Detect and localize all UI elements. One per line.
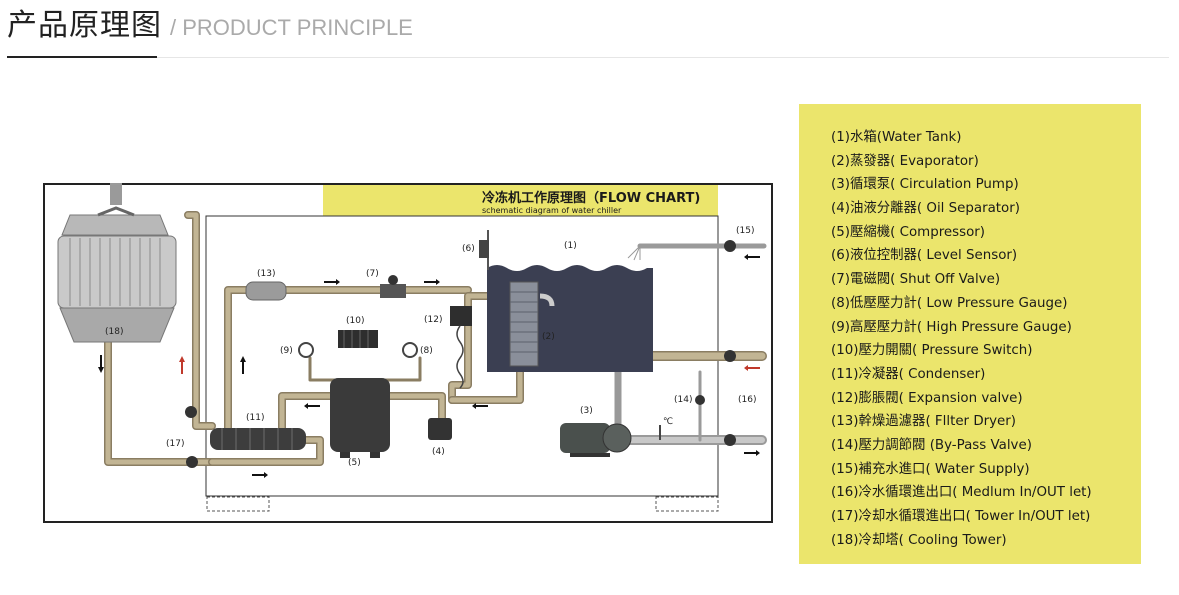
label-15: (15) [736,226,754,236]
label-2: (2) [542,332,555,342]
supply-spray [627,245,641,261]
cooling-tower [57,183,177,343]
label-12: (12) [424,315,442,325]
label-5: (5) [348,458,361,468]
legend-box: (1)水箱(Water Tank) (2)蒸發器( Evaporator) (3… [799,104,1141,564]
legend-item: (3)循環泵( Circulation Pump) [831,177,1019,193]
high-pressure-gauge [298,342,314,358]
legend-list: (1)水箱(Water Tank) (2)蒸發器( Evaporator) (3… [831,126,1141,552]
banner-title: 冷冻机工作原理图（FLOW CHART) [482,190,700,206]
machine-foot-right [655,496,719,512]
label-9: (9) [280,346,293,356]
label-17: (17) [166,439,184,449]
low-pressure-gauge [402,342,418,358]
supply-valve [724,240,736,252]
legend-item: (6)液位控制器( Level Sensor) [831,248,1018,264]
legend-item: (8)低壓壓力計( Low Pressure Gauge) [831,295,1068,311]
label-4: (4) [432,447,445,457]
legend-item: (4)油液分離器( Oil Separator) [831,201,1020,217]
label-6: (6) [462,244,475,254]
red-arrows [179,356,760,374]
tank-water-surface [487,262,653,271]
medium-valve-upper [724,350,736,362]
legend-item: (16)冷水循環進出口( Medlum In/OUT let) [831,485,1092,501]
label-1: (1) [564,241,577,251]
header-divider [7,57,1169,58]
oil-separator [428,418,452,440]
circulation-pump [560,423,610,453]
legend-item: (12)膨脹閥( Expansion valve) [831,390,1023,406]
expansion-coil [456,325,464,389]
condenser [210,428,306,450]
label-temp: ℃ [663,417,673,427]
page-subtitle: / PRODUCT PRINCIPLE [170,15,413,40]
title-underline [7,56,157,58]
legend-item: (18)冷却塔( Cooling Tower) [831,532,1007,548]
bypass-valve [695,395,705,405]
legend-item: (9)高壓壓力計( High Pressure Gauge) [831,319,1072,335]
flow-arrows [98,254,760,478]
legend-item: (14)壓力調節閥 (By-Pass Valve) [831,437,1032,453]
refrigerant-pipes [104,211,767,466]
banner-subtitle: schematic diagram of water chiller [482,206,622,215]
legend-item: (13)幹燥過濾器( Fllter Dryer) [831,414,1017,430]
legend-item: (17)冷却水循環進出口( Tower In/OUT let) [831,509,1091,524]
legend-item: (5)壓縮機( Compressor) [831,224,986,240]
page-header: 产品原理图 / PRODUCT PRINCIPLE [0,0,1179,60]
compressor [330,378,390,452]
label-13: (13) [257,269,275,279]
label-14: (14) [674,395,692,405]
shut-off-valve [380,284,406,298]
filter-dryer [245,281,287,301]
label-18: (18) [105,327,123,337]
level-sensor [479,240,489,258]
expansion-valve [450,306,472,326]
label-7: (7) [366,269,379,279]
flow-chart-diagram: 冷冻机工作原理图（FLOW CHART) schematic diagram o… [43,183,773,523]
legend-item: (10)壓力開關( Pressure Switch) [831,343,1033,359]
label-10: (10) [346,316,364,326]
diagram-banner [323,185,718,216]
page-title: 产品原理图 [7,8,162,43]
label-8: (8) [420,346,433,356]
legend-item: (7)電磁閥( Shut Off Valve) [831,272,1001,288]
label-3: (3) [580,406,593,416]
legend-item: (11)冷凝器( Condenser) [831,366,986,382]
legend-item: (2)蒸發器( Evaporator) [831,153,979,169]
label-16: (16) [738,395,756,405]
tower-valve-lower [186,456,198,468]
tower-valve-upper [185,406,197,418]
legend-item: (15)補充水進口( Water Supply) [831,461,1030,477]
legend-item: (1)水箱(Water Tank) [831,130,962,145]
label-11: (11) [246,413,264,423]
machine-foot-left [206,496,270,512]
return-pipe [539,293,555,307]
medium-valve-lower [724,434,736,446]
evaporator [509,281,539,367]
